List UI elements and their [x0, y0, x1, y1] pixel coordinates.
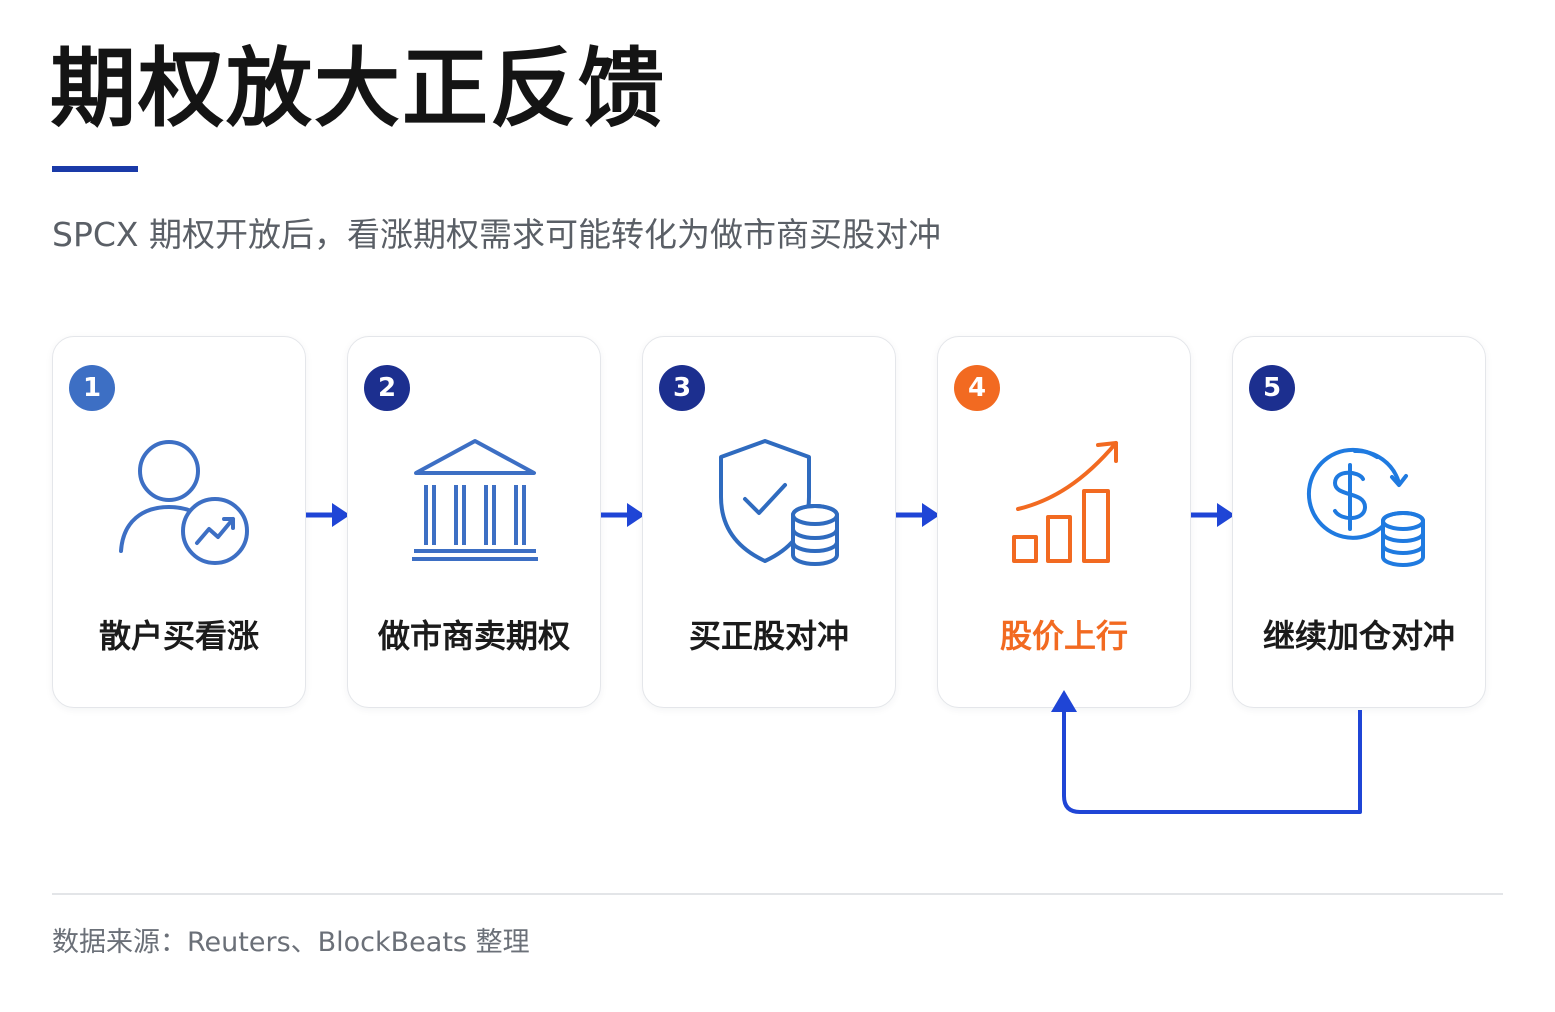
step-card-3: 3 买正股对冲: [642, 336, 896, 708]
arrow-right-icon: [306, 503, 350, 527]
feedback-loop-arrow: [1051, 690, 1362, 814]
rising-bars-icon: [1012, 441, 1118, 563]
dollar-coins-icon: [1306, 447, 1425, 567]
step-badge-3: 3: [659, 365, 705, 411]
step-card-4: 4 股价上行: [937, 336, 1191, 708]
step-badge-2: 2: [364, 365, 410, 411]
arrow-right-icon: [1191, 503, 1235, 527]
arrow-right-icon: [601, 503, 645, 527]
bank-icon: [412, 439, 538, 561]
step-label-1: 散户买看涨: [98, 617, 259, 655]
shield-coins-icon: [719, 439, 839, 566]
title-underline: [52, 166, 138, 172]
step-card-2: 2 做市商卖期权: [347, 336, 601, 708]
step-badge-5: 5: [1249, 365, 1295, 411]
subtitle: SPCX 期权开放后，看涨期权需求可能转化为做市商买股对冲: [52, 215, 941, 254]
step-card-1: 1 散户买看涨: [52, 336, 306, 708]
step-card-5: 5 继续加仓对冲: [1232, 336, 1486, 708]
step-label-5: 继续加仓对冲: [1262, 617, 1455, 655]
step-label-3: 买正股对冲: [688, 617, 849, 655]
arrow-right-icon: [896, 503, 940, 527]
investor-growth-icon: [119, 440, 249, 565]
step-badge-1: 1: [69, 365, 115, 411]
page-title: 期权放大正反馈: [50, 39, 666, 139]
step-badge-4: 4: [954, 365, 1000, 411]
source-note: 数据来源：Reuters、BlockBeats 整理: [52, 927, 530, 958]
footer-divider: [52, 893, 1503, 895]
step-label-2: 做市商卖期权: [377, 617, 570, 655]
step-label-4: 股价上行: [999, 617, 1128, 655]
